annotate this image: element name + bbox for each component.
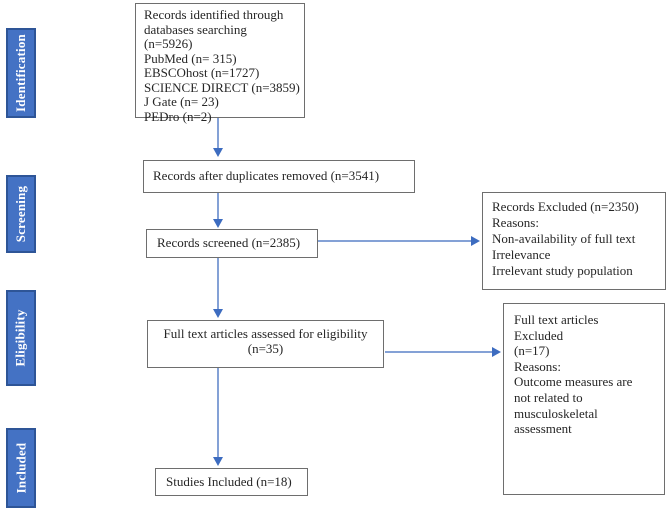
arrowhead-right-icon	[492, 347, 501, 357]
arrow-fulltext-to-studies	[217, 368, 219, 458]
text-line: PubMed (n= 315)	[144, 50, 237, 66]
stage-label-text: Identification	[13, 34, 29, 112]
text-line: Records identified through	[144, 7, 284, 22]
text-line: Irrelevant study population	[492, 263, 633, 278]
text-line: Reasons:	[492, 215, 539, 230]
arrowhead-down-icon	[213, 219, 223, 228]
stage-label-eligibility: Eligibility	[6, 290, 36, 386]
fulltext-assessed-box: Full text articles assessed for eligibil…	[147, 320, 384, 368]
text-line: Full text articles assessed for eligibil…	[163, 326, 368, 341]
arrow-screened-to-fulltext	[217, 258, 219, 310]
stage-label-screening: Screening	[6, 175, 36, 253]
arrow-fulltext-to-fulltext-excluded	[385, 351, 493, 353]
text-line: Irrelevance	[492, 247, 551, 262]
duplicates-removed-box: Records after duplicates removed (n=3541…	[143, 160, 415, 193]
text-line: (n=35)	[247, 340, 284, 356]
arrowhead-right-icon	[471, 236, 480, 246]
text-line: PEDro (n=2)	[144, 108, 212, 124]
text-line: (n=5926)	[144, 36, 193, 51]
text-line: Excluded	[514, 327, 564, 343]
text-line: J Gate (n= 23)	[144, 94, 219, 109]
arrow-identified-to-duplicates	[217, 118, 219, 149]
stage-label-text: Screening	[13, 185, 29, 243]
text-line: EBSCOhost (n=1727)	[144, 65, 260, 80]
text-line: Outcome measures are	[514, 374, 633, 390]
records-screened-box: Records screened (n=2385)	[146, 229, 318, 258]
arrow-duplicates-to-screened	[217, 193, 219, 220]
studies-included-box: Studies Included (n=18)	[155, 468, 308, 496]
text-line: Records Excluded (n=2350)	[492, 199, 639, 214]
arrowhead-down-icon	[213, 309, 223, 318]
records-screened-text: Records screened (n=2385)	[157, 235, 301, 251]
text-line: SCIENCE DIRECT (n=3859)	[144, 79, 300, 95]
text-line: (n=17)	[514, 343, 550, 359]
records-excluded-box: Records Excluded (n=2350)Reasons:Non-ava…	[482, 192, 666, 290]
stage-label-text: Included	[13, 442, 29, 494]
arrowhead-down-icon	[213, 148, 223, 157]
stage-label-included: Included	[6, 428, 36, 508]
stage-label-text: Eligibility	[13, 309, 29, 367]
text-line: musculoskeletal	[514, 405, 598, 421]
duplicates-removed-text: Records after duplicates removed (n=3541…	[153, 168, 380, 184]
studies-included-text: Studies Included (n=18)	[166, 473, 292, 489]
text-line: Reasons:	[514, 358, 561, 374]
text-line: assessment	[514, 421, 572, 437]
arrowhead-down-icon	[213, 457, 223, 466]
text-line: not related to	[514, 389, 583, 405]
text-line: Non-availability of full text	[492, 231, 636, 246]
stage-label-identification: Identification	[6, 28, 36, 118]
text-line: databases searching	[144, 21, 247, 37]
text-line: Full text articles	[514, 312, 599, 327]
arrow-screened-to-records-excluded	[318, 240, 472, 242]
